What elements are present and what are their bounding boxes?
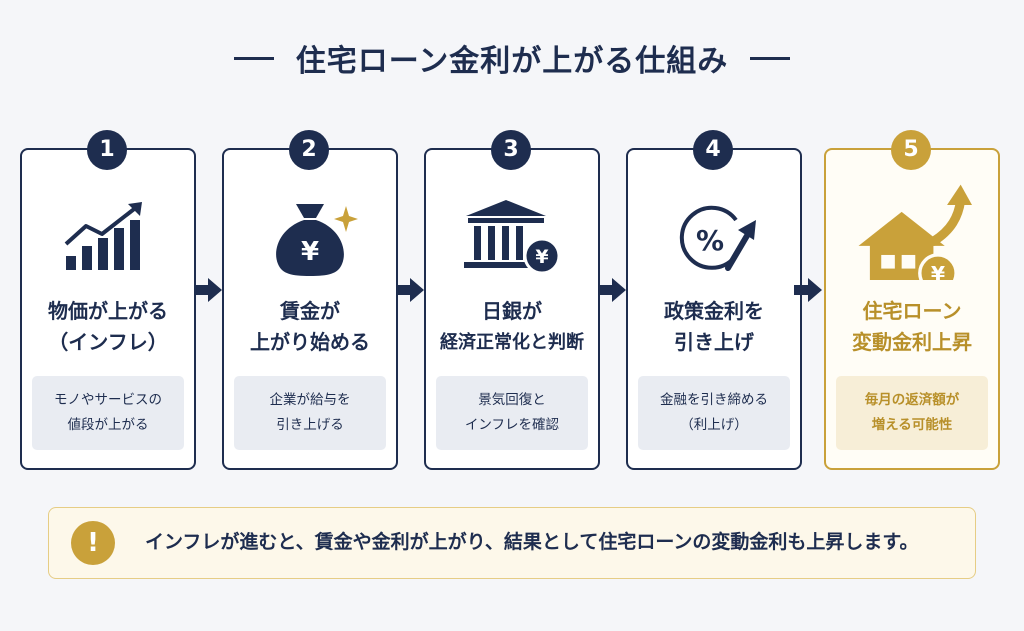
step-description: 景気回復と インフレを確認 (436, 376, 588, 450)
step-number-badge: 4 (693, 130, 733, 170)
step-description: 毎月の返済額が 増える可能性 (836, 376, 988, 450)
title-dash-right (750, 56, 791, 60)
page-title: 住宅ローン金利が上がる仕組み (295, 44, 729, 79)
step-number-badge: 3 (491, 130, 531, 170)
title-area: 住宅ローン金利が上がる仕組み (0, 30, 1024, 86)
summary-text: インフレが進むと、賃金や金利が上がり、結果として住宅ローンの変動金利も上昇します… (145, 531, 919, 553)
step-description: 金融を引き締める （利上げ） (638, 376, 790, 450)
step-description: 企業が給与を 引き上げる (234, 376, 386, 450)
arrow-right-icon (598, 278, 626, 302)
process-steps: 1 物価が上がる （インフレ） モノやサービスの 値段が上がる 2 ¥ (0, 120, 1024, 480)
percent-cycle-icon: % (679, 205, 756, 271)
arrow-right-icon (396, 278, 424, 302)
step-title: 住宅ローン 変動金利上昇 (852, 299, 972, 354)
step-title: 物価が上がる （インフレ） (48, 299, 168, 354)
step-number-badge: 1 (87, 130, 127, 170)
step-4: 4 % 政策金利を 引き上げ 金融を引き締める （利上げ） (626, 120, 802, 470)
step-3: 3 ¥ 日銀が 経済正常化と判断 景気回復と インフレを確認 (424, 120, 600, 470)
svg-text:¥: ¥ (535, 246, 548, 268)
bank-icon: ¥ (464, 200, 561, 275)
step-title: 政策金利を 引き上げ (664, 299, 764, 354)
house-rise-icon: ¥ (858, 184, 972, 280)
arrow-right-icon (194, 278, 222, 302)
step-title: 日銀が 経済正常化と判断 (440, 299, 584, 353)
step-1: 1 物価が上がる （インフレ） モノやサービスの 値段が上がる (20, 120, 196, 470)
svg-text:¥: ¥ (301, 237, 319, 267)
title-dash-left (233, 56, 274, 60)
money-bag-icon: ¥ (276, 204, 358, 276)
svg-text:%: % (696, 224, 724, 257)
step-description: モノやサービスの 値段が上がる (32, 376, 184, 450)
step-number-badge: 5 (891, 130, 931, 170)
step-5: 5 ¥ 住宅ローン 変動金利上昇 毎月の返済額が 増える可能性 (824, 120, 1000, 470)
exclamation-icon: ! (71, 521, 115, 565)
step-number-badge: 2 (289, 130, 329, 170)
step-title: 賃金が 上がり始める (250, 299, 370, 354)
svg-text:¥: ¥ (931, 262, 945, 280)
chart-up-icon (64, 202, 142, 270)
arrow-right-icon (794, 278, 822, 302)
summary-note: ! インフレが進むと、賃金や金利が上がり、結果として住宅ローンの変動金利も上昇し… (48, 507, 976, 579)
step-2: 2 ¥ 賃金が 上がり始める 企業が給与を 引き上げる (222, 120, 398, 470)
